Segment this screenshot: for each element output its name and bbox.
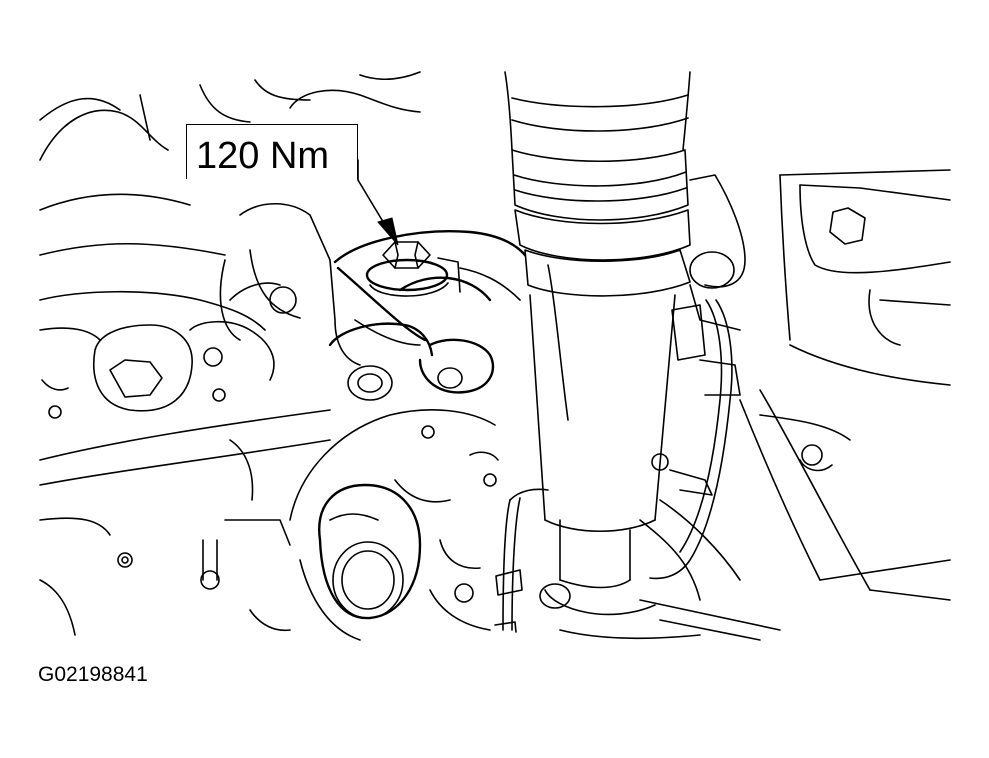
torque-callout-box xyxy=(186,124,358,179)
lower-right-details xyxy=(249,453,781,641)
subframe-left xyxy=(39,282,331,486)
body-panel-right xyxy=(739,169,951,601)
shock-absorber xyxy=(504,71,691,616)
torque-label: 120 Nm xyxy=(196,135,330,177)
figure-id-label: G02198841 xyxy=(38,663,148,686)
body-outline-upper-left xyxy=(39,71,421,256)
brake-line xyxy=(494,299,733,633)
mount-bolt xyxy=(365,241,461,297)
lower-left-details xyxy=(39,439,291,636)
knuckle-lower xyxy=(289,409,499,641)
callout-arrow xyxy=(357,159,399,246)
upper-mount-bracket xyxy=(219,203,532,401)
